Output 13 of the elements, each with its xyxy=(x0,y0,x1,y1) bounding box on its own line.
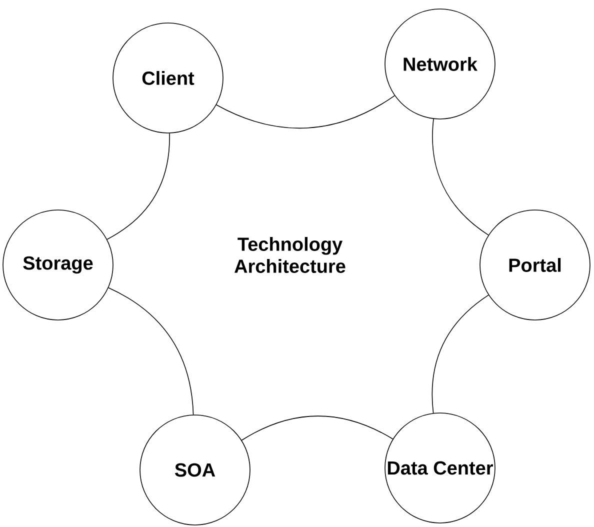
arc-connector xyxy=(432,118,489,236)
circle-node: SOA xyxy=(140,414,250,526)
arc-connector xyxy=(108,287,194,416)
circle-node: Portal xyxy=(480,210,590,320)
circle-node: Client xyxy=(112,22,224,134)
circle-node: Network xyxy=(384,8,496,120)
arc-connector xyxy=(241,416,394,441)
arc-connector xyxy=(432,294,489,414)
circle-node: Storage xyxy=(2,210,114,320)
arc-connector xyxy=(106,132,170,240)
center-title: Technology Architecture xyxy=(234,237,346,273)
arc-connector xyxy=(216,95,395,128)
circle-node: Data Center xyxy=(384,412,496,524)
